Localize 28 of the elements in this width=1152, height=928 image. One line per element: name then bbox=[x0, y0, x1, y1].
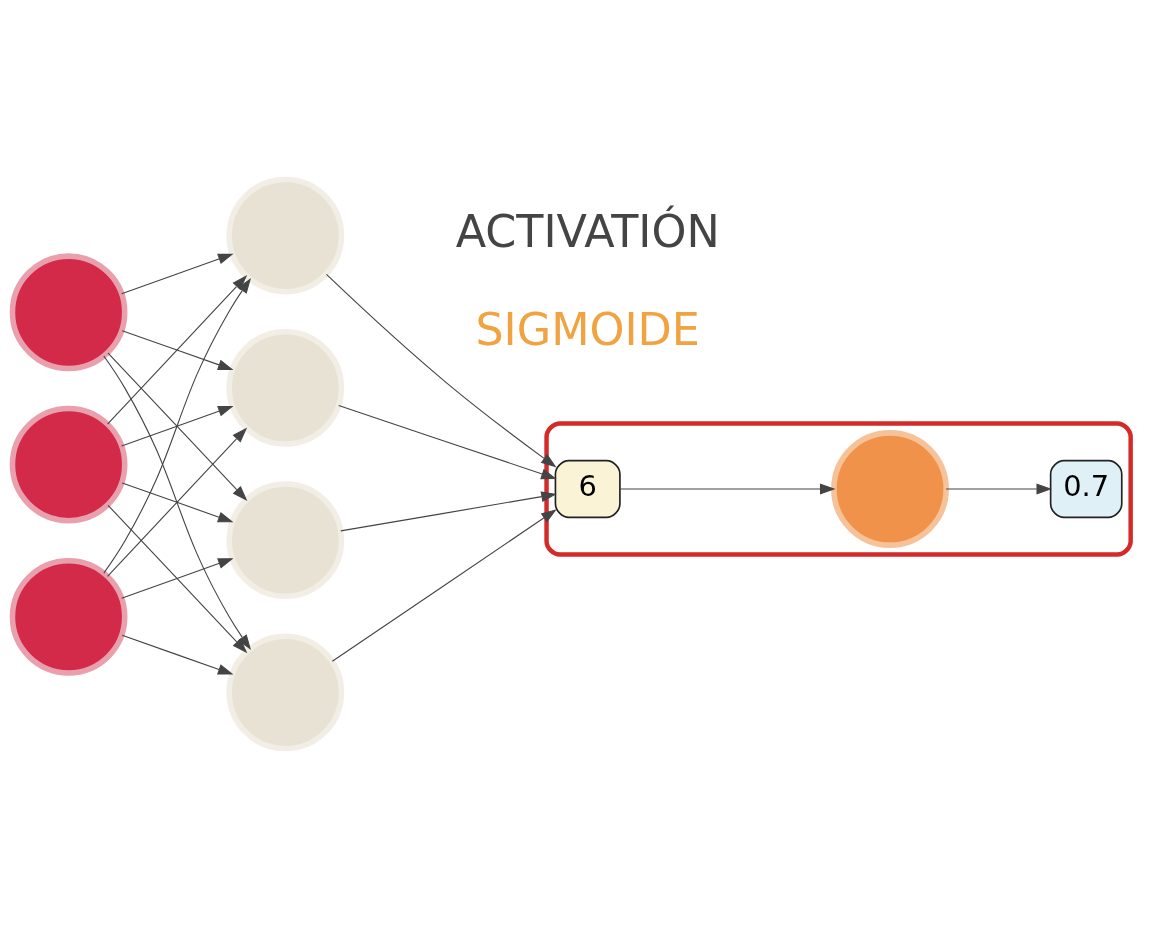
node-circle bbox=[9, 405, 128, 524]
node-circle bbox=[831, 430, 949, 548]
arrow bbox=[331, 509, 557, 662]
arrow bbox=[107, 275, 248, 425]
arrow bbox=[121, 634, 234, 675]
arrow bbox=[325, 273, 557, 468]
arrow bbox=[103, 355, 252, 651]
node-circle bbox=[226, 328, 345, 447]
arrow bbox=[121, 558, 234, 599]
arrow bbox=[103, 277, 252, 574]
node-circle bbox=[9, 253, 128, 372]
label: SIGMOIDE bbox=[475, 303, 700, 355]
arrow bbox=[121, 330, 234, 370]
arrow bbox=[107, 352, 248, 501]
arrow bbox=[340, 491, 557, 532]
node-circle bbox=[226, 481, 345, 600]
arrow bbox=[121, 253, 234, 295]
arrow bbox=[121, 482, 234, 523]
arrow bbox=[121, 405, 234, 447]
arrow bbox=[945, 483, 1053, 495]
node-box: 6 bbox=[554, 459, 621, 519]
arrow bbox=[107, 427, 248, 577]
arrow bbox=[619, 483, 836, 495]
node-box: 0.7 bbox=[1049, 459, 1123, 519]
node-circle bbox=[9, 557, 128, 676]
label: ACTIVATIÓN bbox=[455, 205, 720, 257]
arrow bbox=[338, 404, 557, 480]
cluster bbox=[544, 421, 1133, 557]
